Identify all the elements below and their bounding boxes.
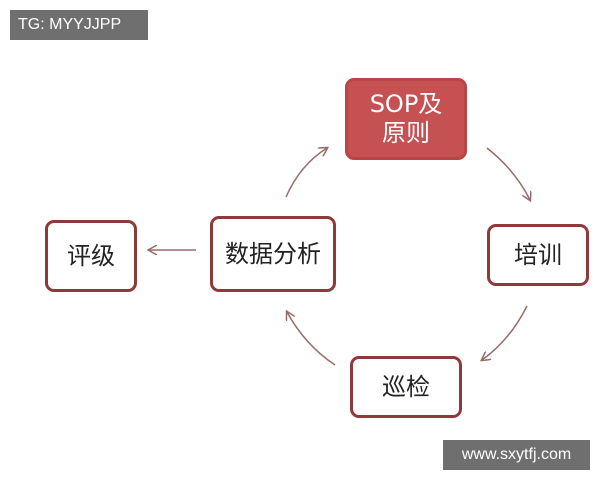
node-data-analysis-label: 数据分析 — [225, 239, 321, 268]
node-inspection-label: 巡检 — [382, 372, 430, 401]
watermark-bottom-right: www.sxytfj.com — [443, 440, 590, 470]
arrow-inspection-to-analysis — [287, 312, 336, 366]
node-rating-label: 评级 — [67, 241, 115, 270]
arrow-analysis-to-sop — [285, 148, 327, 198]
node-inspection: 巡检 — [350, 356, 462, 418]
node-rating: 评级 — [45, 220, 137, 292]
node-sop-line2: 原则 — [382, 119, 430, 147]
watermark-top-left: TG: MYYJJPP — [10, 10, 148, 40]
node-training-label: 培训 — [514, 240, 562, 269]
node-data-analysis: 数据分析 — [210, 216, 336, 292]
arrow-training-to-inspection — [482, 305, 528, 360]
node-training: 培训 — [487, 224, 589, 286]
arrow-sop-to-training — [486, 147, 530, 200]
node-sop-line1: SOP及 — [369, 90, 443, 119]
node-sop-principles: SOP及 原则 — [345, 78, 467, 160]
